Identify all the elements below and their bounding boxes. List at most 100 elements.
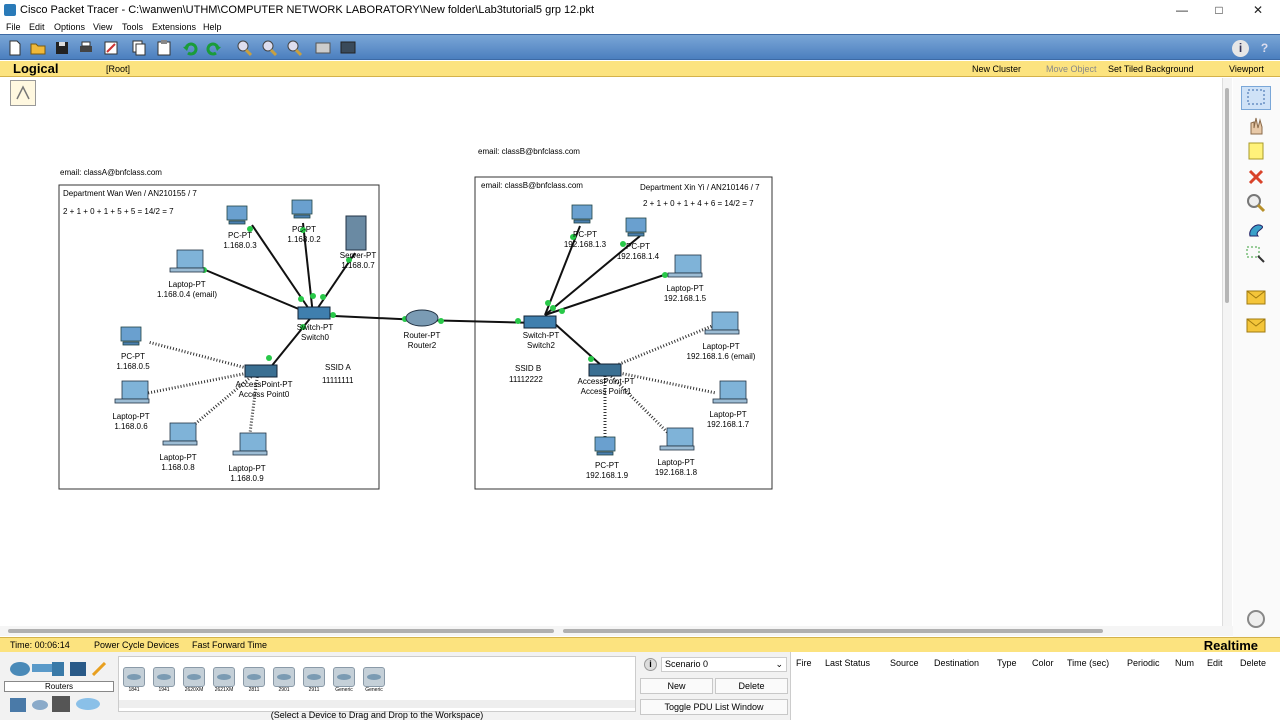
menu-options[interactable]: Options — [54, 22, 86, 32]
menu-extensions[interactable]: Extensions — [152, 22, 197, 32]
help-icon[interactable]: ? — [1260, 41, 1269, 55]
viewport-button[interactable]: Viewport — [1229, 64, 1264, 74]
custom-device-icon[interactable] — [339, 39, 357, 57]
add-complex-pdu-icon[interactable] — [1241, 314, 1271, 338]
activity-wizard-icon[interactable] — [102, 39, 120, 57]
root-breadcrumb[interactable]: [Root] — [106, 64, 131, 74]
note-ssid-b[interactable]: SSID B — [515, 364, 542, 373]
delete-tool-icon[interactable] — [1241, 166, 1271, 190]
logical-workspace[interactable]: email: classA@bnfclass.com Department Wa… — [0, 78, 1223, 626]
router-model-2621xm[interactable]: 2621XM — [211, 667, 237, 697]
zoom-reset-icon[interactable] — [260, 39, 278, 57]
new-cluster-button[interactable]: New Cluster — [972, 64, 1022, 74]
zoom-out-icon[interactable] — [285, 39, 303, 57]
router-model-2811[interactable]: 2811 — [241, 667, 267, 697]
connections-category-icon[interactable] — [91, 661, 107, 677]
end-devices-category-icon[interactable] — [10, 698, 26, 712]
palette-icon[interactable] — [314, 39, 332, 57]
menu-tools[interactable]: Tools — [122, 22, 144, 32]
note-ssid-b-key[interactable]: 11112222 — [509, 375, 543, 384]
move-object-button[interactable]: Move Object — [1046, 64, 1097, 74]
inspect-hand-icon[interactable] — [1241, 114, 1271, 138]
menu-file[interactable]: File — [6, 22, 21, 32]
horizontal-scroll-thumb-right[interactable] — [563, 629, 1103, 633]
new-file-icon[interactable] — [6, 39, 24, 57]
scenario-select[interactable]: Scenario 0 ⌄ — [661, 657, 787, 672]
cluster-nav-icon[interactable] — [10, 80, 36, 106]
zoom-in-icon[interactable] — [235, 39, 253, 57]
workspace-horizontal-scrollbar[interactable] — [0, 626, 1233, 636]
set-tiled-background-button[interactable]: Set Tiled Background — [1108, 64, 1194, 74]
note-dept-b[interactable]: Department Xin Yi / AN210146 / 7 — [640, 183, 760, 192]
routers-category-icon[interactable] — [10, 662, 30, 676]
redo-icon[interactable] — [205, 39, 223, 57]
add-simple-pdu-icon[interactable] — [1241, 286, 1271, 310]
note-dept-a[interactable]: Department Wan Wen / AN210155 / 7 — [63, 189, 197, 198]
note-email-b[interactable]: email: classB@bnfclass.com — [481, 181, 583, 190]
security-category-icon[interactable] — [32, 700, 48, 710]
router-model-generic-2[interactable]: Generic — [361, 667, 387, 697]
router-model-1841[interactable]: 1841 — [121, 667, 147, 697]
resize-shape-icon[interactable] — [1241, 244, 1271, 268]
power-cycle-devices-button[interactable]: Power Cycle Devices — [94, 640, 180, 650]
undo-icon[interactable] — [181, 39, 199, 57]
custom-devices-category-icon[interactable] — [76, 698, 100, 710]
note-email-b-top[interactable]: email: classB@bnfclass.com — [478, 147, 580, 156]
print-icon[interactable] — [77, 39, 95, 57]
info-icon[interactable]: i — [1232, 40, 1249, 57]
workspace-vertical-scrollbar[interactable] — [1222, 78, 1232, 626]
copy-icon[interactable] — [130, 39, 148, 57]
delete-scenario-button[interactable]: Delete — [715, 678, 788, 694]
device-list-scrollbar[interactable] — [119, 700, 635, 708]
router-model-2901[interactable]: 2901 — [271, 667, 297, 697]
save-icon[interactable] — [53, 39, 71, 57]
router-model-generic-1[interactable]: Generic — [331, 667, 357, 697]
note-calc-b[interactable]: 2 + 1 + 0 + 1 + 4 + 6 = 14/2 = 7 — [643, 199, 754, 208]
wan-emulation-category-icon[interactable] — [52, 696, 70, 712]
vertical-scroll-thumb[interactable] — [1225, 88, 1229, 303]
menu-help[interactable]: Help — [203, 22, 222, 32]
new-scenario-button[interactable]: New — [640, 678, 713, 694]
note-ssid-a-key[interactable]: 11111111 — [322, 376, 354, 385]
realtime-clock-icon[interactable] — [1241, 608, 1271, 632]
hubs-category-icon[interactable] — [52, 662, 64, 676]
logical-tab[interactable]: Logical — [13, 61, 59, 76]
router-model-2620xm[interactable]: 2620XM — [181, 667, 207, 697]
switches-category-icon[interactable] — [32, 664, 52, 672]
router-model-1941[interactable]: 1941 — [151, 667, 177, 697]
router-model-2911[interactable]: 2911 — [301, 667, 327, 697]
note-email-a[interactable]: email: classA@bnfclass.com — [60, 168, 162, 177]
open-folder-icon[interactable] — [29, 39, 47, 57]
wireless-category-icon[interactable] — [70, 662, 86, 676]
paste-icon[interactable] — [155, 39, 173, 57]
scenario-info-icon[interactable]: i — [644, 658, 657, 671]
note-ssid-a[interactable]: SSID A — [325, 363, 351, 372]
minimize-button[interactable]: — — [1176, 3, 1188, 17]
place-note-icon[interactable] — [1241, 140, 1271, 164]
select-tool-icon[interactable] — [1241, 86, 1271, 110]
note-calc-a[interactable]: 2 + 1 + 0 + 1 + 5 + 5 = 14/2 = 7 — [63, 207, 174, 216]
fast-forward-time-button[interactable]: Fast Forward Time — [192, 640, 268, 650]
horizontal-scroll-thumb-left[interactable] — [8, 629, 554, 633]
maximize-button[interactable]: □ — [1215, 3, 1223, 17]
